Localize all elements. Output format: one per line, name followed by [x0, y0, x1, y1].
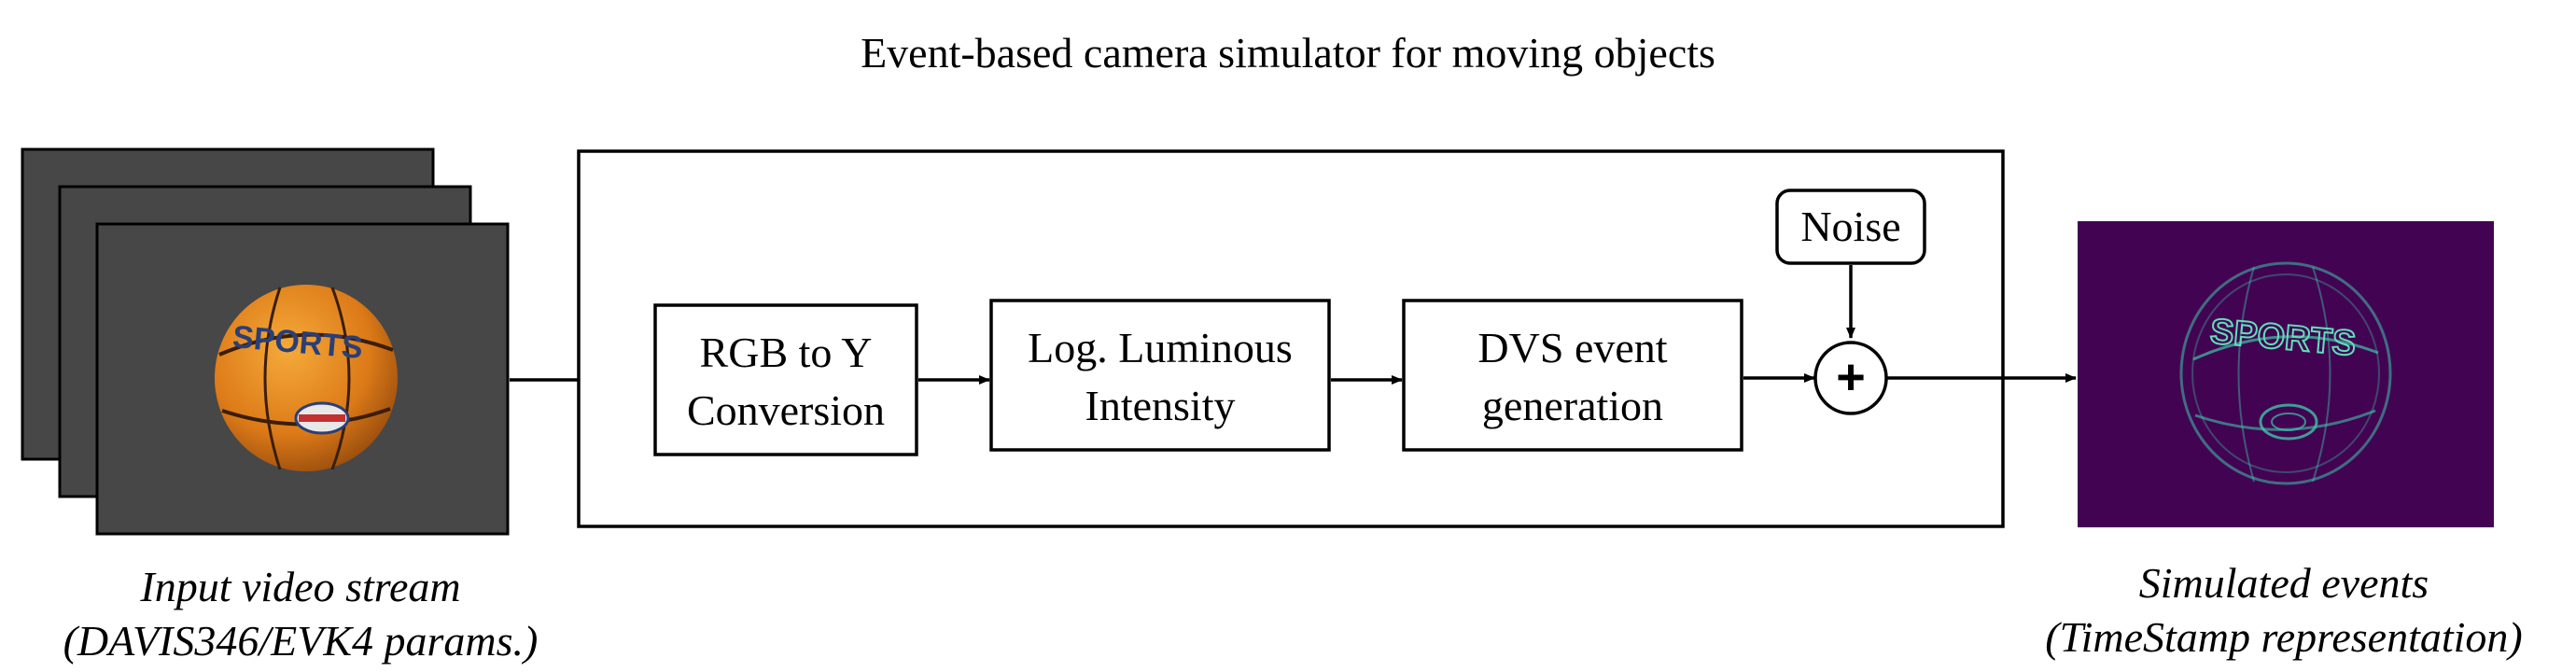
- simulated-events-image: SPORTS: [2078, 221, 2494, 527]
- noise-block: Noise: [1775, 189, 1926, 265]
- log-luminous-label-line2: Intensity: [1085, 382, 1236, 429]
- sum-symbol: +: [1836, 349, 1866, 405]
- output-caption-line2: (TimeStamp representation): [2045, 613, 2522, 661]
- log-luminous-block: Log. Luminous Intensity: [989, 299, 1331, 452]
- rgb-to-y-label-line2: Conversion: [687, 386, 885, 434]
- diagram-title: Event-based camera simulator for moving …: [861, 29, 1715, 77]
- dvs-event-label-line1: DVS event: [1477, 324, 1667, 371]
- noise-label: Noise: [1800, 203, 1900, 250]
- summing-junction: +: [1813, 341, 1888, 415]
- dvs-event-block: DVS event generation: [1402, 299, 1743, 452]
- input-video-stream: SPORTS: [21, 147, 510, 536]
- basketball-image: SPORTS: [215, 285, 398, 471]
- dvs-event-label-line2: generation: [1482, 382, 1663, 429]
- input-caption-line2: (DAVIS346/EVK4 params.): [63, 617, 539, 665]
- output-caption-line1: Simulated events: [2139, 559, 2429, 607]
- input-caption-line1: Input video stream: [139, 563, 460, 610]
- rgb-to-y-block: RGB to Y Conversion: [653, 303, 918, 456]
- rgb-to-y-label-line1: RGB to Y: [700, 329, 873, 376]
- log-luminous-label-line1: Log. Luminous: [1028, 324, 1293, 371]
